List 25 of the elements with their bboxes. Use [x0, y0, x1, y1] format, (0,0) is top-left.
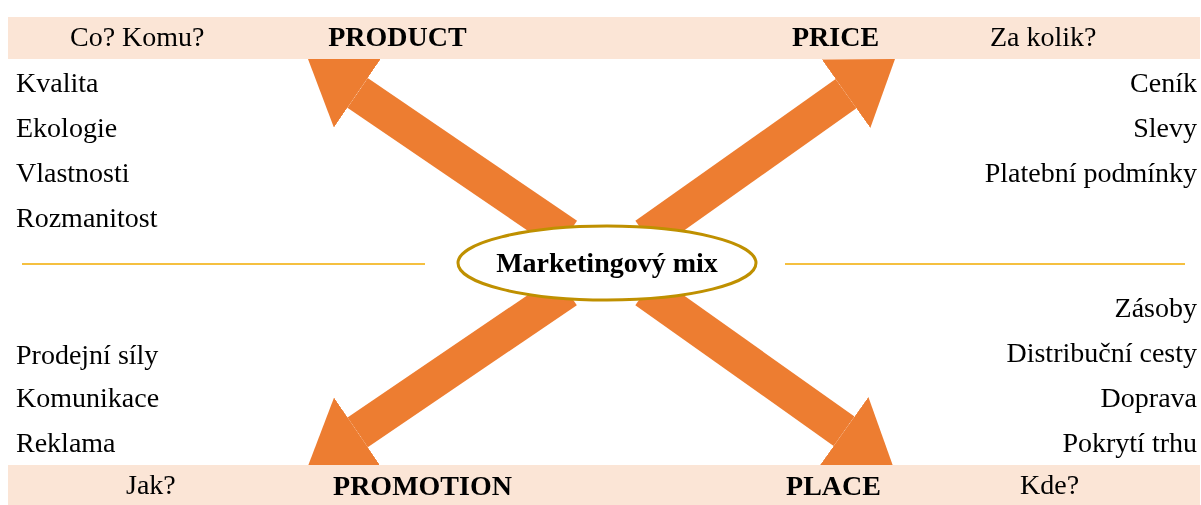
- heading-band: [8, 465, 1200, 505]
- list-item: Slevy: [1133, 111, 1197, 145]
- list-item: Distribuční cesty: [1006, 336, 1197, 370]
- question-text: Co? Komu?: [70, 20, 205, 54]
- category-heading: PROMOTION: [332, 469, 513, 503]
- list-item: Rozmanitost: [16, 201, 158, 235]
- center-title: Marketingový mix: [495, 246, 719, 280]
- category-heading: PLACE: [785, 469, 882, 503]
- list-item: Pokrytí trhu: [1062, 426, 1197, 460]
- list-item: Kvalita: [16, 66, 99, 100]
- list-item: Reklama: [16, 426, 116, 460]
- question-text: Kde?: [1020, 468, 1080, 502]
- list-item: Platební podmínky: [984, 156, 1197, 190]
- list-item: Doprava: [1100, 381, 1197, 415]
- list-item: Ekologie: [16, 111, 118, 145]
- list-item: Zásoby: [1114, 291, 1197, 325]
- category-heading: PRODUCT: [327, 20, 468, 54]
- question-text: Za kolik?: [990, 20, 1097, 54]
- list-item: Komunikace: [16, 381, 160, 415]
- list-item: Prodejní síly: [16, 338, 159, 372]
- list-item: Vlastnosti: [16, 156, 130, 190]
- list-item: Ceník: [1130, 66, 1197, 100]
- category-heading: PRICE: [790, 20, 881, 54]
- heading-band: [8, 17, 1200, 59]
- question-text: Jak?: [126, 468, 176, 502]
